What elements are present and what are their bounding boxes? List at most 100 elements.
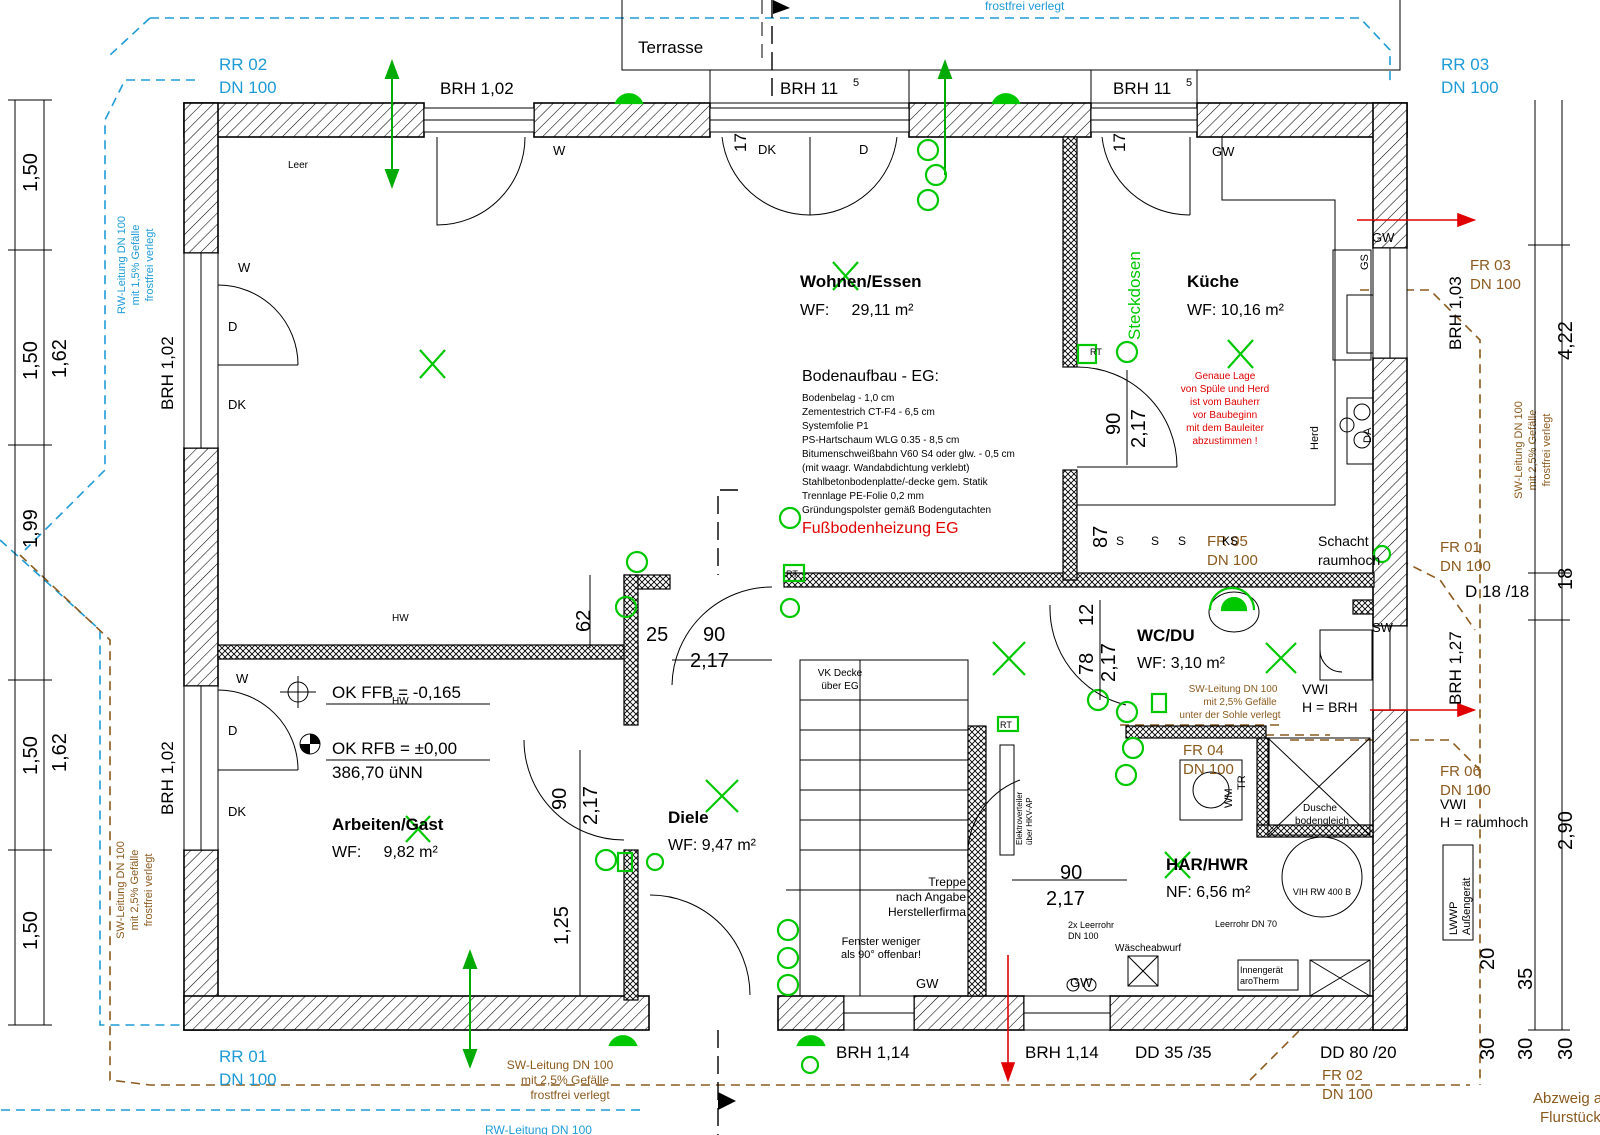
dd-3535: DD 35 /35 — [1135, 1043, 1212, 1062]
floor-build-block: Bodenaufbau - EG: Bodenbelag - 1,0 cm Ze… — [802, 368, 1015, 537]
vwi-label: VWI — [1302, 681, 1328, 697]
dim-text: 17 — [1110, 133, 1129, 152]
treppe-label: Herstellerfirma — [888, 905, 966, 919]
fr05-dn: DN 100 — [1207, 552, 1258, 569]
fr02-label: FR 02 — [1322, 1067, 1363, 1084]
dim-text: 30 — [1515, 1038, 1537, 1060]
gw-label: GW — [1070, 975, 1093, 990]
door-dk-label: DK — [228, 397, 246, 412]
gw-label: GW — [916, 976, 939, 991]
sw-bottom-note: SW-Leitung DN 100 mit 2,5% Gefälle frost… — [507, 1058, 614, 1102]
schacht-label: Schacht — [1318, 533, 1369, 549]
door-dk-label: DK — [228, 804, 246, 819]
dim-text: 1,50 — [20, 341, 42, 380]
dusche-label: Dusche — [1303, 803, 1337, 814]
rr01-dn: DN 100 — [219, 1070, 277, 1089]
fr01-dn: DN 100 — [1440, 558, 1491, 575]
dim-text: 62 — [573, 610, 595, 632]
floor-build-line: Stahlbetonbodenplatte/-decke gem. Statik — [802, 477, 989, 488]
terrace-label: Terrasse — [638, 38, 703, 57]
rr01-label: RR 01 — [219, 1047, 267, 1066]
brh-sup: 5 — [1186, 77, 1192, 89]
door-d-label: D — [228, 319, 237, 334]
vih-label: VIH RW 400 B — [1293, 887, 1351, 897]
note-line: SW-Leitung DN 100 — [115, 841, 127, 939]
note-line: mit 2,5% Gefälle — [1527, 410, 1539, 491]
d-1818: D 18 /18 — [1465, 582, 1529, 601]
h-brh-label: H = BRH — [1302, 699, 1358, 715]
door-d-label: D — [228, 723, 237, 738]
level-nn: 386,70 üNN — [332, 763, 423, 782]
dim-text: 2,17 — [1098, 643, 1120, 682]
socket-s-label: S — [1151, 534, 1159, 548]
dim-text: 90 — [1060, 862, 1082, 884]
dim-text: 2,17 — [1046, 888, 1085, 910]
leerrohr2-label: DN 100 — [1068, 931, 1099, 941]
room-area-wc: WF: 3,10 m² — [1137, 655, 1226, 672]
rainwater-pipes — [0, 17, 1391, 1111]
dim-text: 2,17 — [1128, 409, 1150, 448]
note-line: mit 2,5% Gefälle — [521, 1073, 609, 1087]
lwwp-label: Außengerät — [1461, 878, 1473, 935]
dim-text: 1,50 — [20, 736, 42, 775]
room-area-wohnen: WF: 29,11 m² — [800, 302, 914, 319]
flurstueck-label: Flurstück — [1540, 1109, 1600, 1126]
room-name-kueche: Küche — [1187, 272, 1239, 291]
brh-top-left: BRH 1,02 — [440, 79, 514, 98]
floor-build-line: (mit waagr. Wandabdichtung verklebt) — [802, 463, 970, 474]
kitchen-note-line: mit dem Bauleiter — [1186, 423, 1264, 434]
floor-build-line: Trennlage PE-Folie 0,2 mm — [802, 491, 924, 502]
note-line: frostfrei verlegt — [530, 1088, 610, 1102]
leerrohr2-label: 2x Leerrohr — [1068, 920, 1114, 930]
waescheabwurf-label: Wäscheabwurf — [1115, 943, 1181, 954]
door-d-label: D — [859, 142, 868, 157]
opening-labels: BRH 1,02 BRH 11 5 BRH 11 5 BRH 1,02 BRH … — [158, 77, 1529, 1062]
level-ok-rfb: OK RFB = ±0,00 — [332, 739, 457, 758]
dim-text: 20 — [1477, 948, 1499, 970]
green-arrows — [384, 59, 953, 1069]
kitchen-note: Genaue Lage von Spüle und Herd ist vom B… — [1181, 371, 1269, 447]
room-name-wohnen: Wohnen/Essen — [800, 272, 922, 291]
dd-8020: DD 80 /20 — [1320, 1043, 1397, 1062]
steckdosen-label: Steckdosen — [1125, 251, 1144, 340]
room-area-arbeiten: WF: 9,82 m² — [332, 844, 438, 861]
rr02-dn: DN 100 — [219, 78, 277, 97]
brh-top-right: BRH 11 — [1113, 79, 1171, 98]
pipe-labels: RR 02 DN 100 RR 03 DN 100 RR 01 DN 100 F… — [219, 55, 1600, 1135]
treppe-label: nach Angabe — [896, 890, 966, 904]
fenster-note: als 90° offenbar! — [841, 949, 921, 961]
kitchen-note-line: ist vom Bauherr — [1190, 397, 1261, 408]
note-line: frostfrei verlegt — [144, 229, 156, 302]
sw-label: SW — [1372, 620, 1394, 635]
ks-label: KS — [1222, 534, 1238, 548]
dusche-label: bodengleich — [1295, 816, 1349, 827]
door-dk-label: DK — [758, 142, 776, 157]
gs-label: GS — [1359, 254, 1371, 270]
dim-text: 2,90 — [1555, 811, 1577, 850]
brh-right-kitchen: BRH 1,03 — [1446, 276, 1465, 350]
rt-label: RT — [786, 569, 798, 579]
note-line: frostfrei verlegt — [143, 854, 155, 927]
dim-text: 18 — [1555, 568, 1577, 590]
dim-text: 1,50 — [20, 153, 42, 192]
brh-left-top: BRH 1,02 — [158, 336, 177, 410]
dim-text: 35 — [1515, 968, 1537, 990]
fr01-label: FR 01 — [1440, 539, 1481, 556]
gw-label: GW — [1212, 144, 1235, 159]
dim-text: 1,25 — [551, 906, 573, 945]
section-lines — [717, 0, 773, 1135]
dim-text: 2,17 — [690, 650, 729, 672]
note-line: unter der Sohle verlegt — [1179, 710, 1280, 721]
kitchen-note-line: Genaue Lage — [1195, 371, 1256, 382]
dim-text: 87 — [1090, 526, 1112, 548]
w-label: W — [236, 671, 249, 686]
rr03-label: RR 03 — [1441, 55, 1489, 74]
fr03-label: FR 03 — [1470, 257, 1511, 274]
hw-label: HW — [392, 696, 409, 707]
room-area-kueche: WF: 10,16 m² — [1187, 302, 1285, 319]
w-label: W — [238, 260, 251, 275]
stairs — [786, 659, 969, 997]
fr03-dn: DN 100 — [1470, 276, 1521, 293]
fr04-dn: DN 100 — [1183, 761, 1234, 778]
